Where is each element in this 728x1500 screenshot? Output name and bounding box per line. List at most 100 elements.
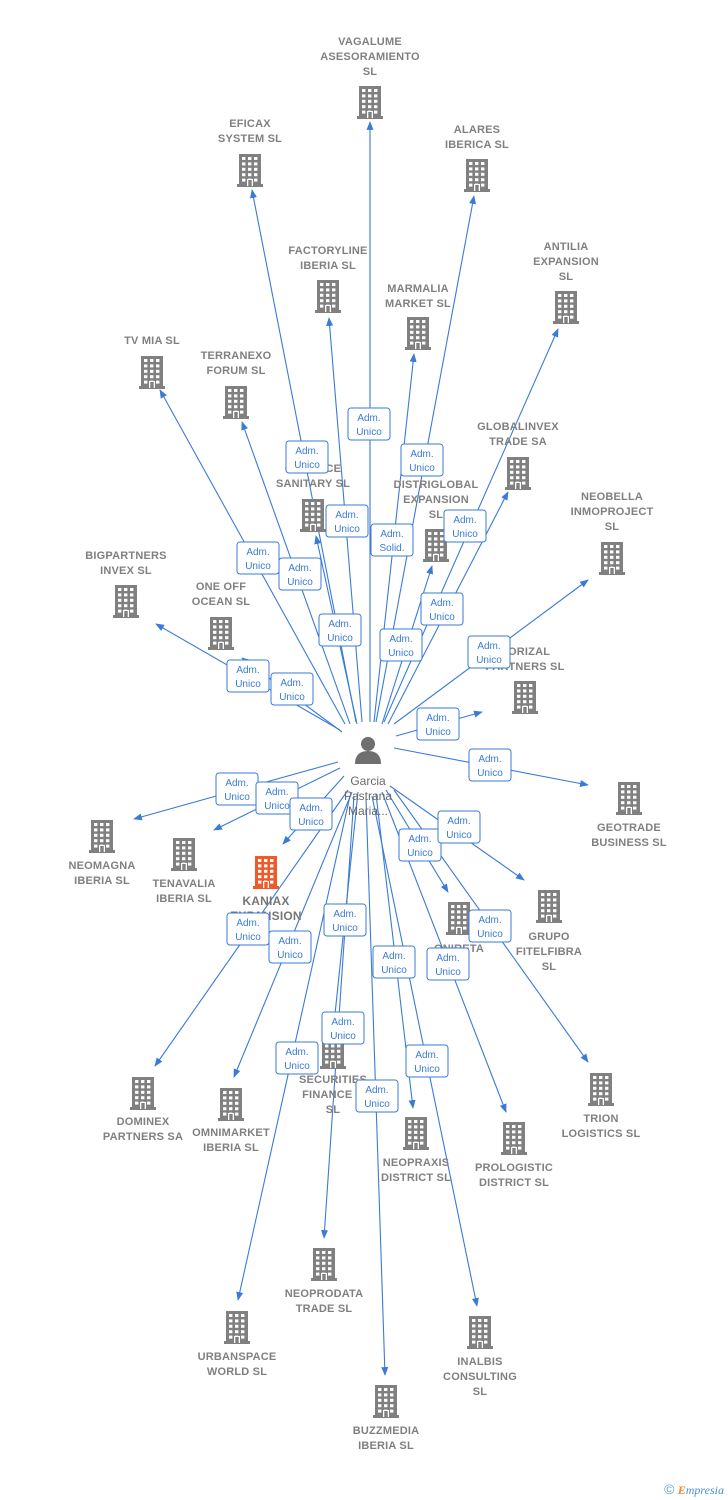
building-icon[interactable] — [536, 890, 562, 923]
role-badge-tvmia[interactable]: Adm.Unico — [236, 541, 280, 575]
role-badge-text: Adm. — [415, 1050, 438, 1061]
building-icon[interactable] — [300, 499, 326, 532]
building-icon[interactable] — [446, 902, 472, 935]
role-badge-antilia[interactable]: Adm.Unico — [443, 509, 487, 543]
role-badge-neomagna[interactable]: Adm.Unico — [215, 772, 259, 806]
building-icon[interactable] — [553, 291, 579, 324]
role-badge-prologistic[interactable]: Adm.Unico — [426, 947, 470, 981]
building-icon[interactable] — [403, 1117, 429, 1150]
building-icon[interactable] — [208, 617, 234, 650]
role-badge-terranexo[interactable]: Adm.Unico — [278, 557, 322, 591]
role-badge-onireta[interactable]: Adm.Unico — [398, 828, 442, 862]
building-icon[interactable] — [139, 356, 165, 389]
role-badge-securities[interactable]: Adm.Unico — [323, 903, 367, 937]
role-badge-alares[interactable]: Adm.Unico — [400, 443, 444, 477]
building-icon[interactable] — [467, 1316, 493, 1349]
role-badge-neoprodata[interactable]: Adm.Unico — [321, 1011, 365, 1045]
role-badge-factoryline[interactable]: Adm.Unico — [325, 504, 369, 538]
role-badge-kaniax[interactable]: Adm.Unico — [289, 797, 333, 831]
building-icon[interactable] — [512, 681, 538, 714]
company-label-line: URBANSPACE — [198, 1351, 277, 1363]
role-badge-vagalume[interactable]: Adm.Unico — [347, 407, 391, 441]
role-badge-inalbis[interactable]: Adm. Unico — [405, 1044, 449, 1078]
company-node-tvmia[interactable]: TV MIA SL — [124, 335, 180, 389]
role-badge-dominex[interactable]: Adm.Unico — [226, 912, 270, 946]
building-icon[interactable] — [315, 280, 341, 313]
empresia-footer[interactable]: © Empresia — [664, 1481, 724, 1498]
role-badge-bigpartners[interactable]: Adm.Unico — [226, 659, 270, 693]
role-badge-marmalia[interactable]: Adm.Solid. — [370, 523, 414, 557]
person-icon-body — [355, 751, 381, 764]
role-badge-fitelfibra[interactable]: Adm.Unico — [437, 810, 481, 844]
role-badge-text: Solid. — [379, 543, 404, 554]
role-badge-text: Adm. — [382, 951, 405, 962]
role-badge-text: Unico — [356, 427, 382, 438]
role-badge-omnimarket[interactable]: Adm.Unico — [268, 930, 312, 964]
role-badge-geotrade[interactable]: Adm.Unico — [468, 748, 512, 782]
building-icon[interactable] — [464, 159, 490, 192]
building-icon[interactable] — [237, 154, 263, 187]
role-badge-neopraxis[interactable]: Adm.Unico — [372, 945, 416, 979]
center-person[interactable]: GarciaPastranaMaria... — [344, 737, 392, 818]
role-badge-neobella[interactable]: Adm.Unico — [467, 635, 511, 669]
building-icon[interactable] — [311, 1248, 337, 1281]
building-icon[interactable] — [505, 457, 531, 490]
building-icon[interactable] — [218, 1088, 244, 1121]
role-badge-globalinvex[interactable]: Adm.Unico — [420, 592, 464, 626]
role-badge-distriglobal[interactable]: Adm.Unico — [379, 628, 423, 662]
role-badge-text: Unico — [327, 633, 353, 644]
building-icon[interactable] — [171, 838, 197, 871]
building-icon[interactable] — [423, 529, 449, 562]
building-icon[interactable] — [599, 542, 625, 575]
company-label-line: OCEAN SL — [192, 596, 251, 608]
building-icon[interactable] — [253, 856, 279, 889]
building-icon[interactable] — [373, 1385, 399, 1418]
company-label-line: CONSULTING — [443, 1371, 517, 1383]
role-badge-eficax[interactable]: Adm.Unico — [285, 440, 329, 474]
building-icon[interactable] — [616, 782, 642, 815]
company-label-line: TRADE SL — [296, 1303, 353, 1315]
building-icon[interactable] — [588, 1073, 614, 1106]
role-badge-buzzmedia[interactable]: Adm.Unico — [355, 1079, 399, 1113]
role-badge-oneoff[interactable]: Adm.Unico — [270, 672, 314, 706]
role-badge-text: Unico — [414, 1064, 440, 1075]
building-icon[interactable] — [113, 585, 139, 618]
building-icon[interactable] — [405, 317, 431, 350]
role-badge-horizal[interactable]: Adm.Unico — [416, 707, 460, 741]
role-badge-trion[interactable]: Adm.Unico — [468, 909, 512, 943]
role-badge-cosance[interactable]: Adm.Unico — [318, 613, 362, 647]
building-icon[interactable] — [89, 820, 115, 853]
building-icon[interactable] — [501, 1122, 527, 1155]
building-icon[interactable] — [223, 386, 249, 419]
building-icon[interactable] — [357, 86, 383, 119]
building-icon[interactable] — [224, 1311, 250, 1344]
role-badge-urbanspace[interactable]: Adm.Unico — [275, 1041, 319, 1075]
building-icon[interactable] — [130, 1077, 156, 1110]
